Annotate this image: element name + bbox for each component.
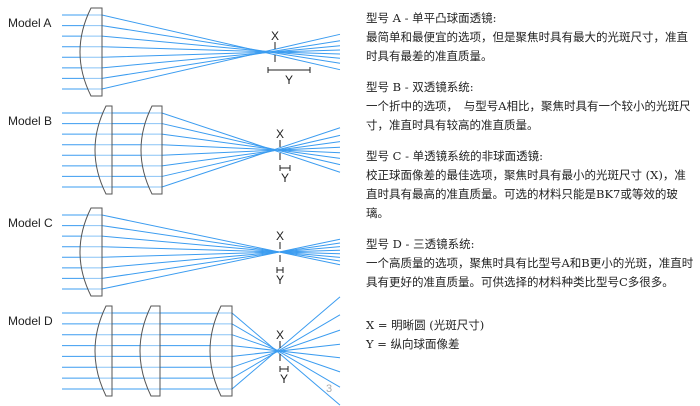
model-label: Model A — [8, 16, 51, 30]
model-a-description: 型号 A - 单平凸球面透镜: 最简单和最便宜的选项，但是聚焦时具有最大的光斑尺… — [366, 9, 696, 66]
lens — [209, 305, 233, 397]
model-b-body: 一个折中的选项， 与型号A相比，聚焦时具有一个较小的光斑尺寸，准直时具有较高的准… — [366, 99, 691, 132]
lens — [94, 305, 113, 397]
lens — [79, 7, 103, 97]
x-label: X — [271, 29, 279, 43]
y-label: Y — [285, 73, 293, 87]
light-ray — [62, 14, 341, 71]
lens-diagram: Model A X Y Model B X Y Model C X Y Model D X Y 3 — [8, 7, 341, 406]
y-label: Y — [276, 273, 284, 287]
x-label: X — [276, 127, 284, 141]
legend: X = 明晰圆 (光斑尺寸) Y = 纵向球面像差 — [366, 316, 696, 354]
model-c-description: 型号 C - 单透镜系统的非球面透镜: 校正球面像差的最佳选项，聚焦时具有最小的… — [366, 147, 696, 223]
lens — [94, 105, 113, 195]
model-d-description: 型号 D - 三透镜系统: 一个高质量的选项，聚焦时具有比型号A和B更小的光斑，… — [366, 235, 696, 292]
y-label: Y — [281, 171, 289, 185]
model-a-title: 型号 A - 单平凸球面透镜: — [366, 11, 497, 25]
x-label: X — [276, 229, 284, 243]
model-c-title: 型号 C - 单透镜系统的非球面透镜: — [366, 149, 544, 163]
model-a-body: 最简单和最便宜的选项，但是聚焦时具有最大的光斑尺寸，准直时具有最差的准直质量。 — [366, 30, 688, 63]
model-c-body: 校正球面像差的最佳选项，聚焦时具有最小的光斑尺寸 (X)，准直时具有最高的准直质… — [366, 168, 686, 220]
page-number: 3 — [326, 383, 332, 395]
lens — [79, 207, 103, 297]
model-label: Model C — [8, 216, 53, 230]
x-label: X — [276, 328, 284, 342]
description-column: 型号 A - 单平凸球面透镜: 最简单和最便宜的选项，但是聚焦时具有最大的光斑尺… — [366, 9, 696, 366]
legend-x: X = 明晰圆 (光斑尺寸) — [366, 318, 485, 332]
lens — [140, 105, 163, 195]
light-ray — [62, 33, 341, 90]
model-d-title: 型号 D - 三透镜系统: — [366, 237, 475, 251]
lens — [139, 305, 161, 397]
model-label: Model D — [8, 314, 53, 328]
y-label: Y — [280, 372, 288, 386]
model-b-description: 型号 B - 双透镜系统: 一个折中的选项， 与型号A相比，聚焦时具有一个较小的… — [366, 78, 696, 135]
model-label: Model B — [8, 114, 52, 128]
model-d-body: 一个高质量的选项，聚焦时具有比型号A和B更小的光斑，准直时具有更好的准直质量。可… — [366, 256, 694, 289]
legend-y: Y = 纵向球面像差 — [366, 337, 460, 351]
model-b-title: 型号 B - 双透镜系统: — [366, 80, 474, 94]
